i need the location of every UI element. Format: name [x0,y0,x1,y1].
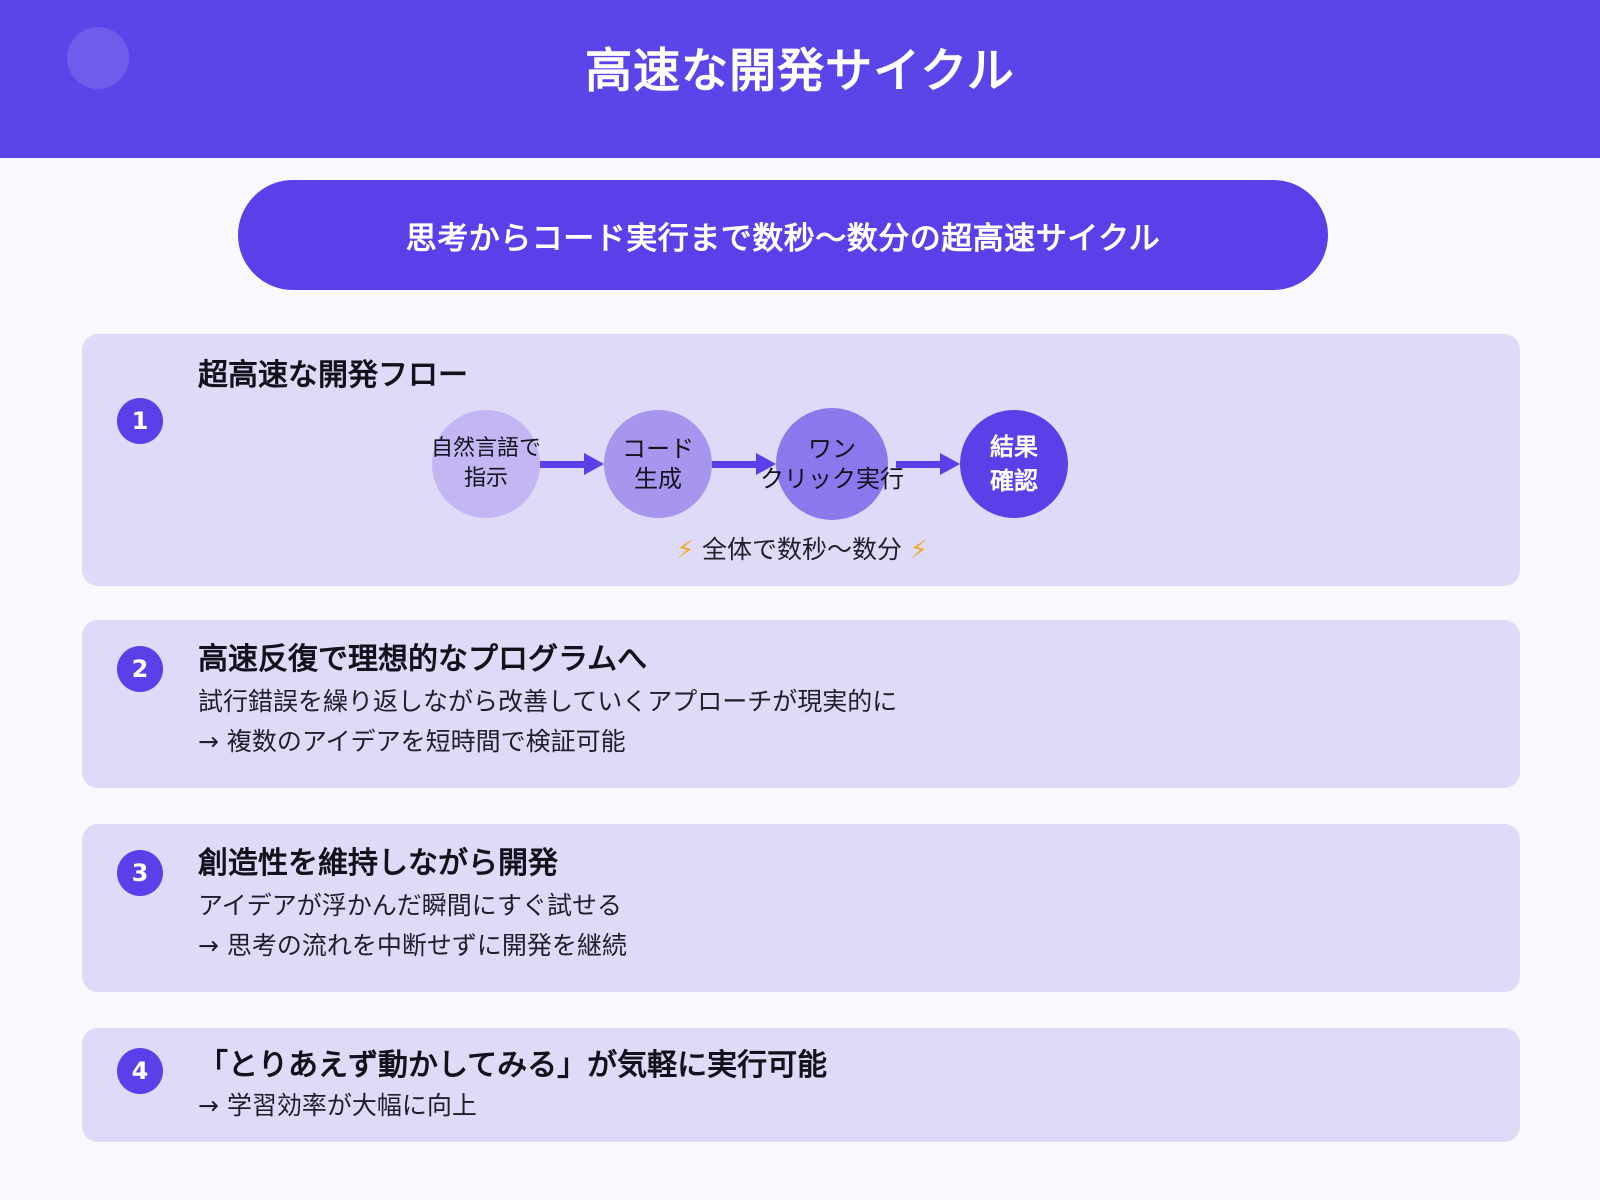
flow-node-one-click-run: ワンクリック実行 [760,408,904,520]
feature-card-1: 1 超高速な開発フロー 自然言語で指示 コード生成 ワンクリック実行 結果確認 … [82,334,1520,586]
page-title: 高速な開発サイクル [585,44,1015,99]
subtitle-banner: 思考からコード実行まで数秒〜数分の超高速サイクル [238,180,1328,290]
lightning-bolt-icon: ⚡ [676,535,695,564]
step-badge-4: 4 [117,1048,163,1094]
card-body-2: 試行錯誤を繰り返しながら改善していくアプローチが現実的に → 複数のアイデアを短… [198,682,897,762]
feature-card-2: 2 高速反復で理想的なプログラムへ 試行錯誤を繰り返しながら改善していくアプロー… [82,620,1520,788]
flow-node-natural-language: 自然言語で指示 [431,410,542,518]
card-body-line: アイデアが浮かんだ瞬間にすぐ試せる [198,891,623,920]
card-body-4: → 学習効率が大幅に向上 [198,1086,477,1126]
card-title-2: 高速反復で理想的なプログラムへ [198,642,648,677]
flow-node-label: コード生成 [622,435,694,493]
arrow-right-icon [540,453,604,475]
arrow-right-icon [712,453,776,475]
card-body-line: 試行錯誤を繰り返しながら改善していくアプローチが現実的に [198,687,898,716]
feature-card-4: 4 「とりあえず動かしてみる」が気軽に実行可能 → 学習効率が大幅に向上 [82,1028,1520,1142]
step-badge-3: 3 [117,850,163,896]
arrow-right-icon [896,453,960,475]
card-title-3: 創造性を維持しながら開発 [198,846,558,881]
development-flow-diagram: 自然言語で指示 コード生成 ワンクリック実行 結果確認 [431,406,1492,522]
flow-node-code-generation: コード生成 [604,410,712,518]
card-body-3: アイデアが浮かんだ瞬間にすぐ試せる → 思考の流れを中断せずに開発を継続 [198,886,627,966]
card-body-line: → 学習効率が大幅に向上 [198,1091,477,1120]
card-title-4: 「とりあえず動かしてみる」が気軽に実行可能 [198,1048,828,1083]
step-badge-2: 2 [117,646,163,692]
subtitle-text: 思考からコード実行まで数秒〜数分の超高速サイクル [405,220,1161,257]
flow-node-label: 自然言語で指示 [431,436,542,491]
flow-caption-text: 全体で数秒〜数分 [701,535,902,564]
lightning-bolt-icon: ⚡ [909,535,928,564]
flow-node-label: ワンクリック実行 [760,435,904,493]
page-header: 高速な開発サイクル [0,0,1600,158]
step-badge-1: 1 [117,398,163,444]
decorative-circle-icon [67,27,129,89]
flow-caption: ⚡ 全体で数秒〜数分 ⚡ [432,530,1172,566]
card-title-1: 超高速な開発フロー [198,358,468,393]
card-body-line: → 複数のアイデアを短時間で検証可能 [198,727,626,756]
flow-node-result-check: 結果確認 [960,410,1068,518]
card-body-line: → 思考の流れを中断せずに開発を継続 [198,931,627,960]
flow-node-label: 結果確認 [990,433,1038,495]
feature-card-3: 3 創造性を維持しながら開発 アイデアが浮かんだ瞬間にすぐ試せる → 思考の流れ… [82,824,1520,992]
